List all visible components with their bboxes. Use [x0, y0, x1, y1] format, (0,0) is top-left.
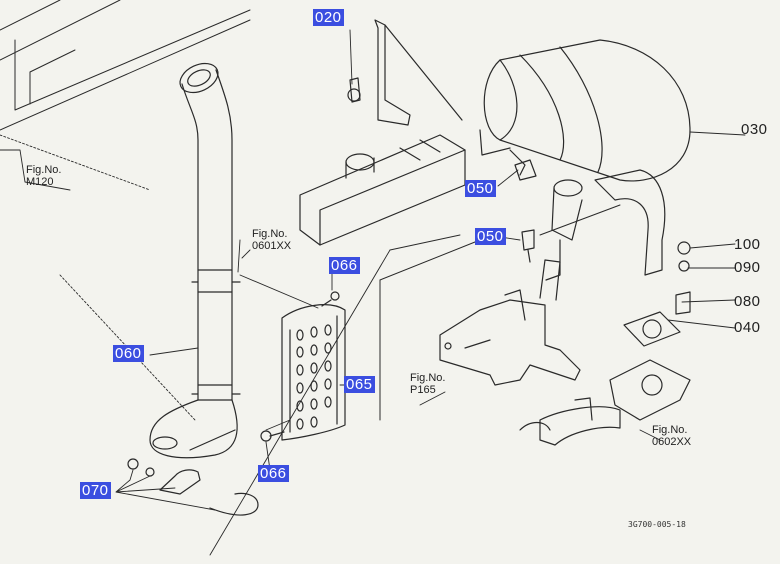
figure-ref-caption: Fig.No.: [410, 372, 446, 384]
figure-ref-p165[interactable]: Fig.No. P165: [410, 372, 445, 396]
figure-ref-caption: Fig.No.: [652, 424, 688, 436]
reference-leader-lines: [0, 134, 196, 421]
part-label-060[interactable]: 060: [113, 345, 144, 362]
shield-bolts: [260, 291, 340, 442]
part-label-090[interactable]: 090: [734, 259, 761, 276]
mounting-strap: [347, 19, 463, 126]
tail-pipe: [149, 62, 241, 459]
figure-ref-caption: Fig.No.: [26, 164, 62, 176]
part-label-070[interactable]: 070: [80, 482, 111, 499]
figure-ref-caption: Fig.No.: [252, 228, 288, 240]
part-label-080[interactable]: 080: [734, 293, 761, 310]
exhaust-manifold: [519, 359, 691, 446]
gasket: [623, 311, 681, 347]
part-label-030[interactable]: 030: [741, 121, 768, 138]
part-label-100[interactable]: 100: [734, 236, 761, 253]
manifold-cover: [299, 134, 466, 246]
muffler: [479, 39, 691, 281]
figure-ref-0602xx[interactable]: Fig.No. 0602XX: [652, 424, 691, 448]
label-leaders: [0, 29, 746, 556]
part-label-050-lower[interactable]: 050: [475, 228, 506, 245]
figure-ref-m120[interactable]: Fig.No. M120: [26, 164, 61, 188]
part-label-066-lower[interactable]: 066: [258, 465, 289, 482]
muffler-hardware: [675, 241, 691, 315]
figure-ref-number: M120: [26, 176, 54, 188]
muffler-bolts: [514, 159, 537, 263]
mounting-bracket: [439, 259, 581, 386]
part-label-066-upper[interactable]: 066: [329, 257, 360, 274]
part-label-050-upper[interactable]: 050: [465, 180, 496, 197]
part-label-040[interactable]: 040: [734, 319, 761, 336]
figure-ref-number: P165: [410, 384, 436, 396]
frame-lines: [379, 204, 621, 421]
figure-ref-0601xx[interactable]: Fig.No. 0601XX: [252, 228, 291, 252]
engine-panel-outline: [0, 0, 251, 131]
figure-ref-number: 0601XX: [252, 240, 292, 252]
diagram-code: 3G700-005-18: [628, 520, 686, 529]
part-label-020[interactable]: 020: [313, 9, 344, 26]
figure-ref-number: 0602XX: [652, 436, 692, 448]
part-label-065[interactable]: 065: [344, 376, 375, 393]
heat-shield: [281, 304, 346, 441]
